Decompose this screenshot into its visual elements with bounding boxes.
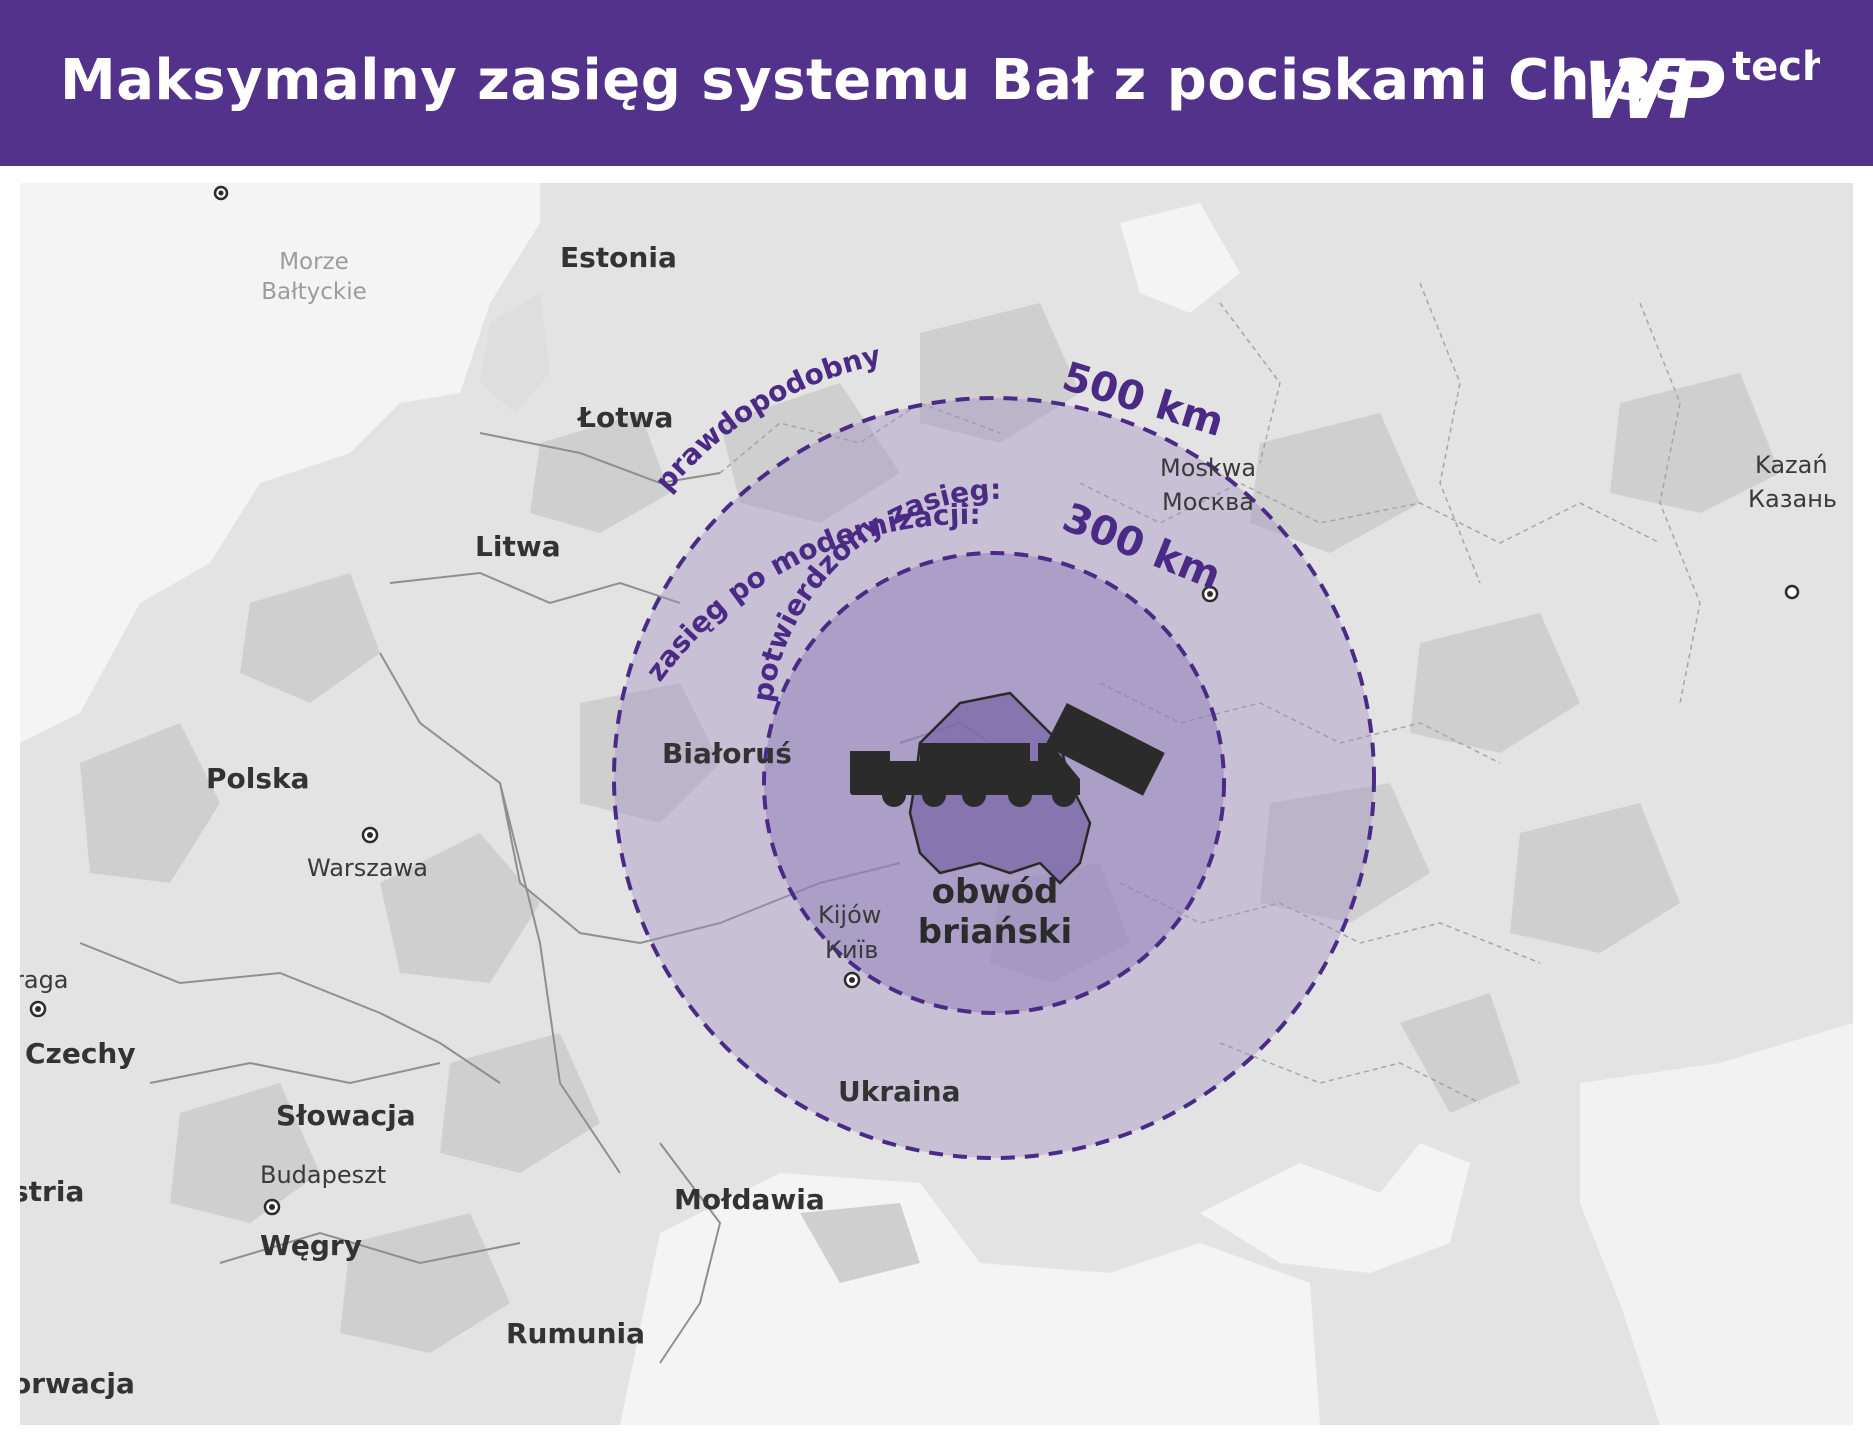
map: Morze Bałtyckie Estonia Łotwa Litwa Biał… bbox=[20, 183, 1853, 1425]
country-label-rumunia: Rumunia bbox=[506, 1317, 645, 1350]
sea-label: Morze bbox=[279, 249, 349, 275]
city-label-kazan-local: Казань bbox=[1748, 485, 1837, 513]
city-label-moskwa-local: Москва bbox=[1162, 488, 1254, 516]
logo-tech-text: tech bbox=[1732, 44, 1820, 90]
black-sea bbox=[620, 1173, 1320, 1425]
baltic-sea bbox=[20, 183, 540, 743]
country-borders bbox=[79, 432, 1081, 1364]
terrain-patches bbox=[80, 303, 1780, 1353]
region-label-line1: obwód bbox=[932, 872, 1059, 912]
header-bar: Maksymalny zasięg systemu Bał z pociskam… bbox=[0, 0, 1873, 166]
logo-wp-text: WP bbox=[1582, 47, 1725, 130]
sea-label: Bałtyckie bbox=[261, 279, 367, 305]
city-label-budapeszt: Budapeszt bbox=[260, 1161, 386, 1189]
country-label-lotwa: Łotwa bbox=[576, 401, 673, 434]
country-label-austria: stria bbox=[20, 1175, 84, 1208]
country-label-ukraina: Ukraina bbox=[838, 1075, 961, 1108]
launcher-truck-icon bbox=[850, 703, 1165, 807]
internal-borders bbox=[719, 282, 1701, 1104]
country-label-polska: Polska bbox=[206, 762, 310, 795]
country-label-chorwacja: orwacja bbox=[20, 1367, 135, 1400]
gulf-of-finland bbox=[300, 183, 480, 273]
city-label-praga: raga bbox=[20, 966, 69, 994]
city-label-moskwa-pl: Moskwa bbox=[1160, 454, 1256, 482]
country-label-bialorus: Białoruś bbox=[662, 737, 792, 770]
country-label-wegry: Węgry bbox=[260, 1229, 362, 1262]
sea-of-azov bbox=[1200, 1143, 1470, 1273]
country-label-litwa: Litwa bbox=[475, 530, 561, 563]
estonia-land bbox=[480, 293, 550, 413]
city-label-kijow-local: Київ bbox=[825, 936, 878, 964]
country-label-moldawia: Mołdawia bbox=[674, 1183, 825, 1216]
country-label-czechy: Czechy bbox=[25, 1037, 136, 1070]
region-label-line2: briański bbox=[918, 912, 1072, 952]
city-label-kazan-pl: Kazań bbox=[1755, 451, 1828, 479]
city-label-kijow-pl: Kijów bbox=[818, 901, 881, 929]
wp-tech-logo: WP tech bbox=[1582, 44, 1820, 130]
city-marker-icon bbox=[29, 185, 1800, 1216]
page-title: Maksymalny zasięg systemu Bał z pociskam… bbox=[60, 48, 1693, 113]
city-marker-dots bbox=[35, 190, 1213, 1210]
caspian-sea bbox=[1580, 1023, 1853, 1425]
country-label-estonia: Estonia bbox=[560, 241, 677, 274]
country-label-slowacja: Słowacja bbox=[276, 1099, 416, 1132]
lake-ladoga bbox=[1120, 203, 1240, 313]
city-label-warszawa: Warszawa bbox=[307, 854, 428, 882]
